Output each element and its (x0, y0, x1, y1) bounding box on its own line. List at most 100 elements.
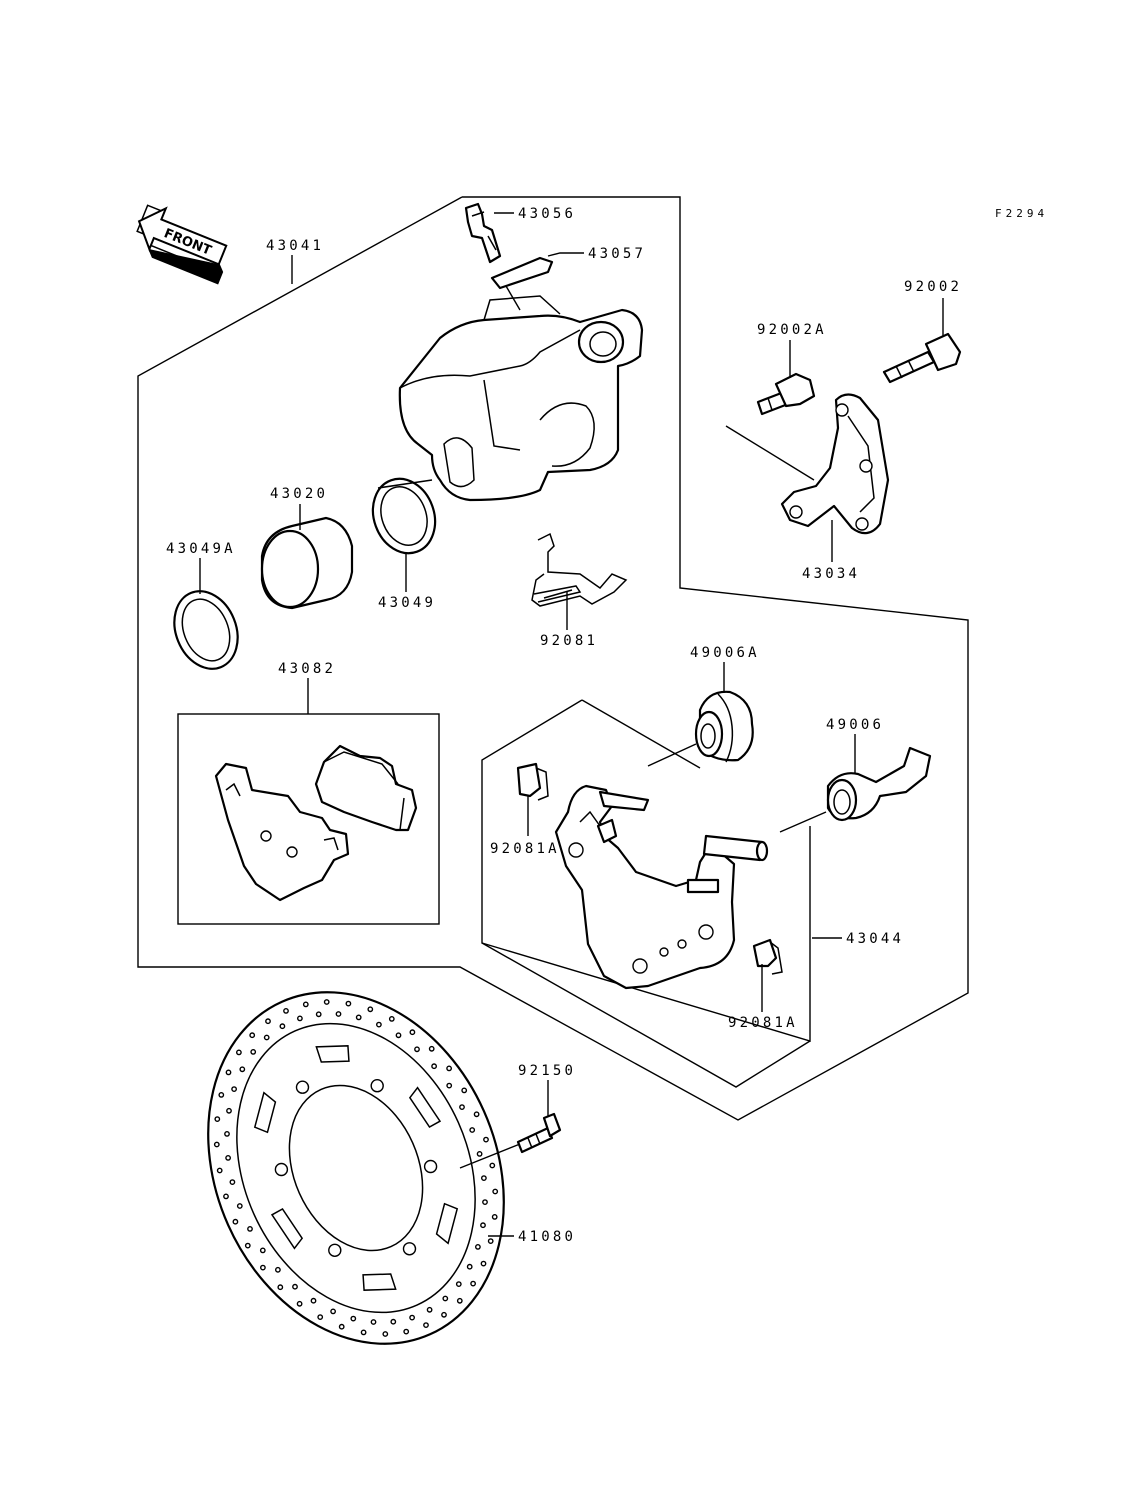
piston-seal (371, 477, 437, 555)
disc-hole (239, 1066, 246, 1073)
caliper-body (398, 295, 644, 502)
part-label-43049a: 43049A (166, 541, 236, 557)
disc-slot (315, 1045, 350, 1063)
disc-hole (225, 1155, 232, 1161)
disc-hole (279, 1023, 286, 1030)
disc-hole (292, 1283, 298, 1290)
disc-hole (226, 1107, 232, 1114)
disc-hole (355, 1014, 362, 1021)
disc-hole (388, 1016, 395, 1022)
disc-hole (446, 1082, 453, 1089)
disc-slot (408, 1086, 442, 1129)
caliper-bracket (780, 393, 890, 535)
disc-slot (270, 1207, 304, 1250)
disc-hole (236, 1203, 243, 1209)
disc-hole (231, 1086, 238, 1093)
disc-hole (370, 1078, 384, 1093)
disc-hole (249, 1032, 256, 1039)
disc-hole (492, 1188, 499, 1195)
disc-hole (283, 1008, 289, 1014)
disc-hole (456, 1297, 463, 1304)
disc-hole (277, 1284, 284, 1291)
disc-hole (302, 1001, 309, 1008)
bracket-bolt (882, 332, 962, 384)
disc-hole (382, 1331, 389, 1337)
disc-hole (250, 1049, 257, 1055)
disc-hole (323, 999, 330, 1005)
disc-hole (218, 1092, 225, 1098)
disc-hole (338, 1323, 345, 1330)
disc-hole (367, 1006, 374, 1013)
pad-clip-right (752, 938, 783, 975)
disc-hole (466, 1263, 473, 1270)
disc-hole (487, 1238, 494, 1245)
part-label-92081a-left: 92081A (490, 841, 560, 857)
disc-hole (482, 1199, 488, 1206)
disc-hole (441, 1311, 447, 1318)
disc-hole (461, 1087, 468, 1094)
pad-holder-bracket (554, 784, 769, 990)
part-label-92150: 92150 (518, 1063, 576, 1079)
disc-slot (253, 1091, 277, 1134)
disc-slot (435, 1202, 459, 1245)
part-label-92002a: 92002A (757, 322, 827, 338)
disc-hole (442, 1295, 449, 1302)
disc-hole (480, 1260, 487, 1267)
part-label-43082: 43082 (278, 661, 336, 677)
part-label-43044: 43044 (846, 931, 904, 947)
dust-seal (173, 590, 239, 670)
disc-hole (330, 1308, 336, 1315)
bracket-assembly-outline (481, 699, 811, 1042)
disc-hole (480, 1222, 486, 1229)
disc-hole (390, 1318, 397, 1325)
disc-hole (265, 1018, 271, 1025)
disc-hole (214, 1116, 221, 1123)
disc-hole (476, 1151, 483, 1157)
disc-hole (395, 1032, 402, 1039)
part-label-92081: 92081 (540, 633, 598, 649)
disc-hole (259, 1264, 266, 1271)
part-label-43049: 43049 (378, 595, 436, 611)
disc-hole (315, 1011, 322, 1018)
disc-hole (213, 1141, 220, 1148)
disc-hole (244, 1242, 251, 1249)
disc-hole (423, 1159, 438, 1174)
disc-hole (402, 1242, 417, 1256)
slide-pin-boot-b (826, 746, 932, 822)
part-label-49006: 49006 (826, 717, 884, 733)
disc-hole (470, 1280, 476, 1287)
disc-hole (263, 1034, 270, 1041)
brake-pads (214, 744, 418, 902)
disc-hole (295, 1080, 310, 1094)
pad-clip-left (516, 762, 549, 801)
slide-pin-boot-a (694, 690, 754, 763)
disc-hole (259, 1247, 266, 1254)
part-label-92081a-right: 92081A (728, 1015, 798, 1031)
disc-hole (428, 1045, 435, 1052)
disc-hole (474, 1244, 481, 1250)
disc-hole (247, 1226, 253, 1232)
disc-hole (409, 1029, 416, 1036)
pad-spring (531, 532, 628, 607)
disc-hole (229, 1179, 236, 1186)
bleeder-cap (490, 256, 554, 290)
disc-hole (426, 1306, 433, 1313)
part-label-43034: 43034 (802, 566, 860, 582)
disc-hole (480, 1175, 487, 1182)
disc-hole (225, 1069, 232, 1076)
disc-hole (345, 1000, 352, 1007)
disc-hole (414, 1046, 420, 1053)
disc-hole (328, 1243, 342, 1258)
part-label-49006a: 49006A (690, 645, 760, 661)
part-label-43041: 43041 (266, 238, 324, 254)
disc-hole (409, 1314, 415, 1321)
caliper-piston (260, 516, 354, 610)
disc-hole (455, 1281, 462, 1288)
bleeder-valve (464, 202, 502, 264)
brake-disc (207, 991, 505, 1345)
disc-hole (224, 1131, 230, 1137)
disc-hole (483, 1136, 489, 1143)
disc-hole (274, 1162, 289, 1177)
bracket-bolt-short (756, 372, 816, 416)
